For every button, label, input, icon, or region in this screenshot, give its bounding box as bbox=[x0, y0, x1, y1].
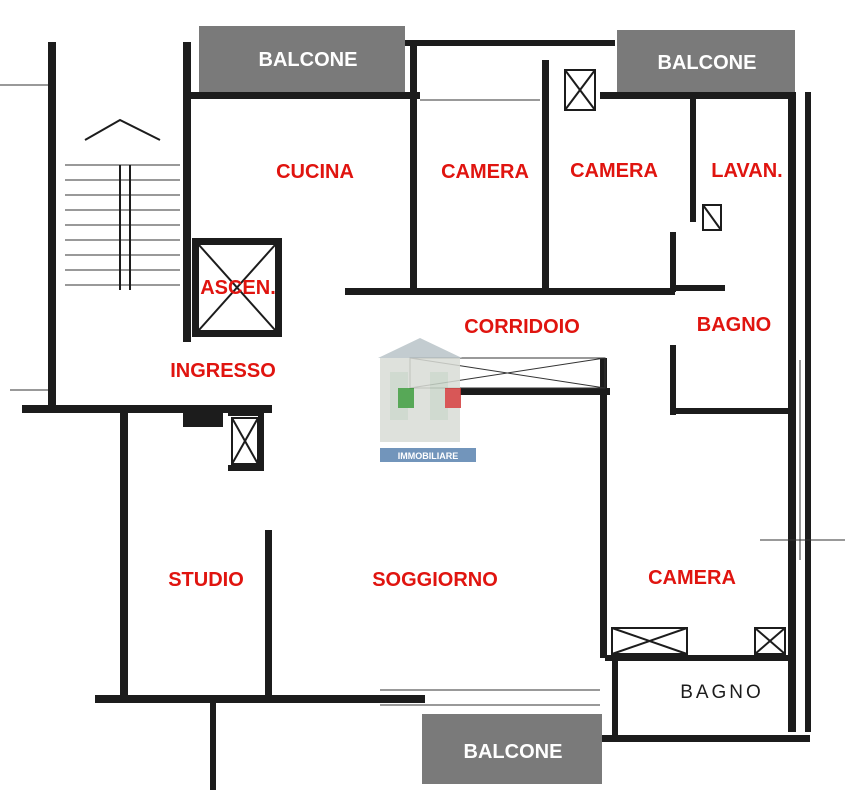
room-label-ascensore: ASCEN. bbox=[200, 277, 276, 299]
printed-label-bagno: BAGNO bbox=[680, 682, 764, 703]
shafts bbox=[231, 69, 786, 655]
room-label-ingresso: INGRESSO bbox=[170, 360, 276, 382]
room-label-bagno: BAGNO bbox=[697, 314, 771, 336]
lift-shaft bbox=[198, 244, 276, 331]
room-labels: CUCINA CAMERA CAMERA LAVAN. ASCEN. CORRI… bbox=[168, 160, 783, 591]
watermark-text: IMMOBILIARE bbox=[398, 451, 459, 461]
balcony-top-left: BALCONE bbox=[199, 26, 405, 92]
room-label-camera-3: CAMERA bbox=[648, 567, 736, 589]
balcony-bottom-label: BALCONE bbox=[464, 741, 563, 763]
room-label-camera-2: CAMERA bbox=[570, 160, 658, 182]
room-label-cucina: CUCINA bbox=[276, 161, 354, 183]
walls bbox=[22, 40, 811, 790]
room-label-camera-1: CAMERA bbox=[441, 161, 529, 183]
balcony-top-left-label: BALCONE bbox=[259, 49, 358, 71]
room-label-studio: STUDIO bbox=[168, 569, 244, 591]
room-label-soggiorno: SOGGIORNO bbox=[372, 569, 498, 591]
room-label-lavanderia: LAVAN. bbox=[711, 160, 782, 182]
room-label-corridoio: CORRIDOIO bbox=[464, 316, 580, 338]
watermark-logo: IMMOBILIARE bbox=[378, 338, 476, 462]
staircase bbox=[0, 84, 180, 391]
balcony-bottom: BALCONE bbox=[422, 714, 602, 784]
balcony-top-right: BALCONE bbox=[617, 30, 795, 92]
balcony-top-right-label: BALCONE bbox=[658, 52, 757, 74]
windows bbox=[380, 99, 845, 706]
